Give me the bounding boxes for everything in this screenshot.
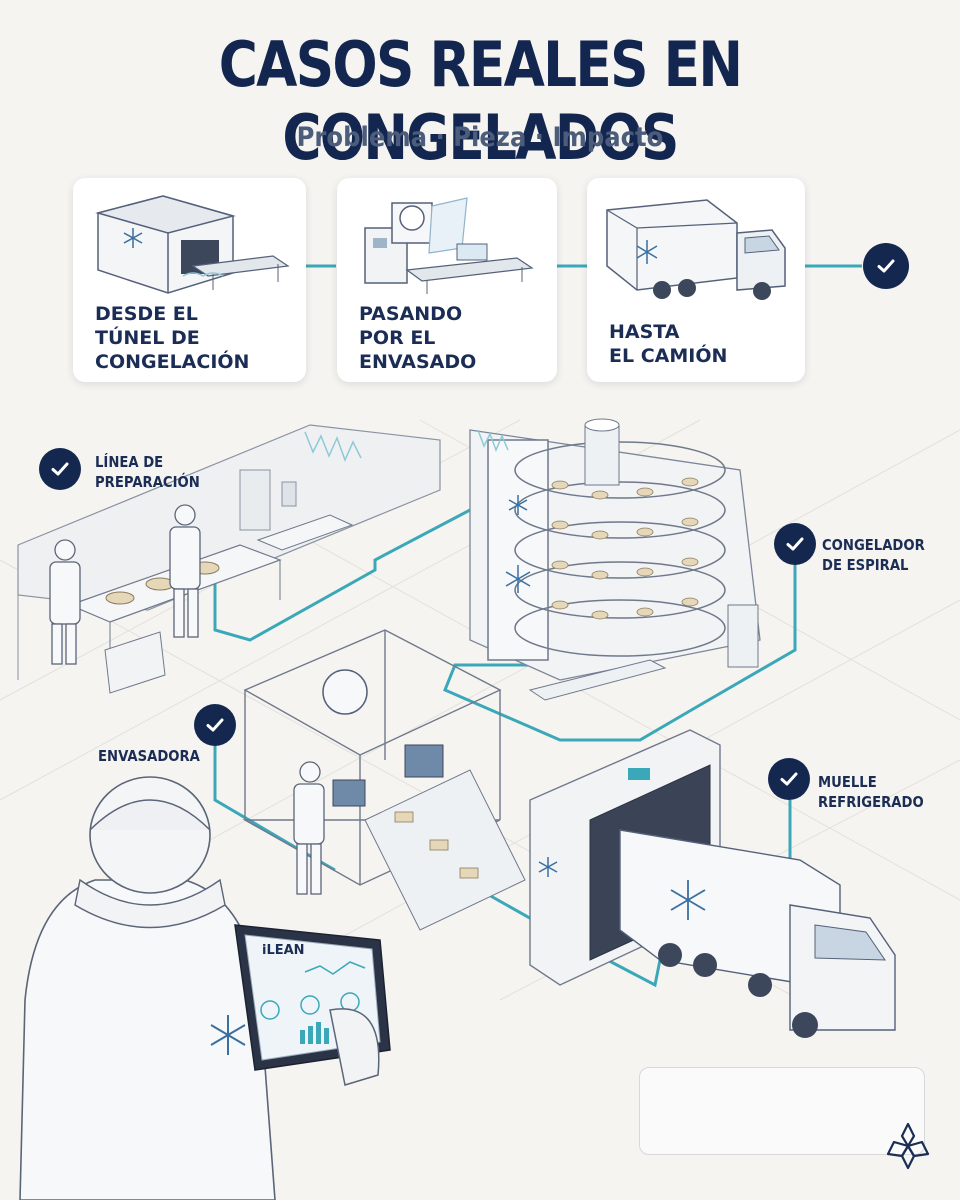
truck-illustration: [606, 199, 786, 300]
check-icon: [774, 523, 816, 565]
packaging-illustration: [364, 197, 534, 294]
brand-logo-icon: [886, 1122, 930, 1170]
freezing-tunnel-illustration: [95, 195, 290, 294]
operator-with-tablet: [19, 776, 391, 1200]
snowflake-icon: [670, 880, 706, 920]
check-icon: [863, 243, 909, 289]
station-label-packaging: ENVASADORA: [98, 747, 200, 765]
card-label: PASANDO POR EL ENVASADO: [359, 303, 477, 373]
snowflake-icon: [538, 857, 558, 877]
refrigerated-dock: [529, 729, 896, 1038]
packaging-machine: [242, 629, 526, 931]
check-icon: [194, 704, 236, 746]
card-freezing-tunnel: DESDE EL TÚNEL DE CONGELACIÓN: [73, 178, 306, 382]
station-label-spiral-freezer: CONGELADOR DE ESPIRAL: [822, 536, 925, 574]
card-label: DESDE EL TÚNEL DE CONGELACIÓN: [95, 303, 250, 373]
card-label: HASTA EL CAMIÓN: [609, 321, 728, 367]
card-packaging: PASANDO POR EL ENVASADO: [337, 178, 557, 382]
snowflake-icon: [505, 495, 531, 593]
tablet-brand: iLEAN: [262, 943, 305, 958]
page-title: CASOS REALES EN CONGELADOS: [218, 28, 743, 174]
page-subtitle: Problema · Pieza · Impacto: [296, 122, 664, 153]
logo-panel: [639, 1067, 925, 1155]
check-icon: [39, 448, 81, 490]
snowflake-icon: [123, 228, 143, 248]
spiral-freezer: [469, 418, 761, 701]
flow-connector: [443, 560, 797, 742]
snowflake-icon: [210, 1015, 246, 1055]
snowflake-icon: [636, 240, 658, 264]
check-icon: [768, 758, 810, 800]
station-label-preparation: LÍNEA DE PREPARACIÓN: [95, 453, 200, 491]
station-label-refrigerated-dock: MUELLE REFRIGERADO: [818, 773, 924, 811]
card-truck: HASTA EL CAMIÓN: [587, 178, 805, 382]
prep-room: [17, 424, 441, 694]
